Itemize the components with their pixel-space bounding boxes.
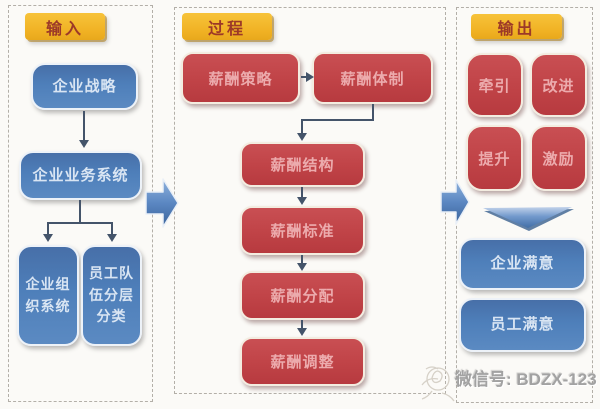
salary-strategy-box: 薪酬策略 [181, 52, 300, 104]
input-header: 输入 [25, 13, 105, 40]
arrow-down-icon [297, 263, 307, 271]
salary-distribution-box: 薪酬分配 [240, 271, 365, 320]
connector-line [372, 104, 374, 121]
arrow-right-icon [306, 72, 314, 82]
process-header: 过程 [182, 13, 272, 40]
output-header: 输出 [471, 14, 562, 39]
salary-adjustment-box: 薪酬调整 [240, 337, 365, 386]
arrow-down-icon [297, 328, 307, 336]
enterprise-strategy-box: 企业战略 [31, 63, 138, 110]
salary-system-box: 薪酬体制 [312, 52, 433, 104]
arrow-down-icon [301, 187, 303, 198]
arrow-down-icon [107, 234, 117, 242]
employee-satisfaction-box: 员工满意 [459, 298, 586, 352]
wechat-id-watermark: 微信号: BDZX-123 [455, 370, 597, 389]
connector-line [301, 119, 374, 121]
connector-line [48, 222, 113, 224]
flow-arrow-right-icon [145, 178, 179, 228]
flow-arrow-right-icon [440, 179, 470, 225]
connector-line [79, 200, 81, 224]
arrow-down-icon [83, 111, 85, 141]
chevron-down-icon [483, 207, 574, 231]
improve-box: 改进 [530, 53, 587, 117]
arrow-down-icon [297, 133, 307, 141]
arrow-down-icon [43, 234, 53, 242]
arrow-down-icon [79, 140, 89, 148]
arrow-down-icon [301, 320, 303, 329]
enterprise-satisfaction-box: 企业满意 [459, 238, 586, 290]
salary-structure-box: 薪酬结构 [240, 142, 365, 187]
enterprise-business-system-box: 企业业务系统 [19, 151, 142, 200]
pull-box: 牵引 [466, 53, 523, 117]
connector-line [111, 222, 113, 235]
rose-watermark-icon [421, 366, 455, 402]
connector-line [301, 119, 303, 134]
staff-classification-box: 员工队伍分层分类 [81, 245, 142, 346]
arrow-right-icon [301, 76, 308, 78]
salary-standard-box: 薪酬标准 [240, 206, 365, 255]
arrow-down-icon [297, 197, 307, 205]
enterprise-org-system-box: 企业组织系统 [17, 245, 79, 346]
motivate-box: 激励 [530, 125, 587, 191]
connector-line [47, 222, 49, 235]
arrow-down-icon [301, 255, 303, 264]
promote-box: 提升 [466, 125, 523, 191]
